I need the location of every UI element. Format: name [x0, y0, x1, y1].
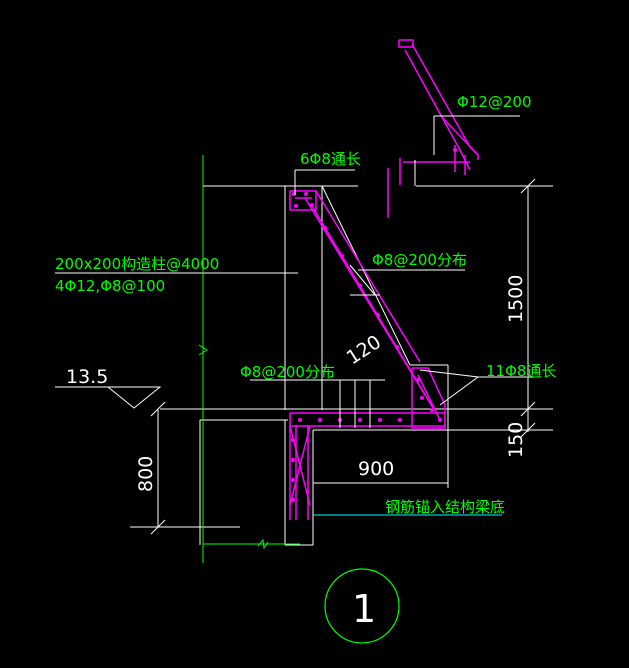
- label-top-long: 6Φ8通长: [300, 150, 361, 168]
- dim-1500: 1500: [505, 275, 527, 323]
- dim-slab-thickness: 120: [343, 331, 385, 369]
- rebar-dots: [291, 148, 457, 502]
- detail-circle: [324, 568, 400, 644]
- label-top-rebar: Φ12@200: [457, 93, 532, 111]
- dim-900: 900: [358, 458, 394, 480]
- label-dist-lower: Φ8@200分布: [240, 363, 335, 381]
- dimension-lines: [150, 178, 536, 535]
- label-right-long: 11Φ8通长: [486, 362, 556, 380]
- leader-lines: [250, 115, 540, 428]
- dim-800: 800: [135, 456, 157, 492]
- dim-150: 150: [505, 422, 527, 458]
- axis-line: [198, 155, 300, 563]
- label-column-bars: 4Φ12,Φ8@100: [55, 277, 165, 295]
- label-dist-upper: Φ8@200分布: [372, 251, 467, 269]
- label-anchor-note: 钢筋锚入结构梁底: [385, 498, 505, 516]
- detail-number: 1: [352, 587, 376, 631]
- rebar: [289, 39, 479, 520]
- level-mark: 13.5: [66, 366, 108, 388]
- label-column-size: 200x200构造柱@4000: [55, 255, 219, 273]
